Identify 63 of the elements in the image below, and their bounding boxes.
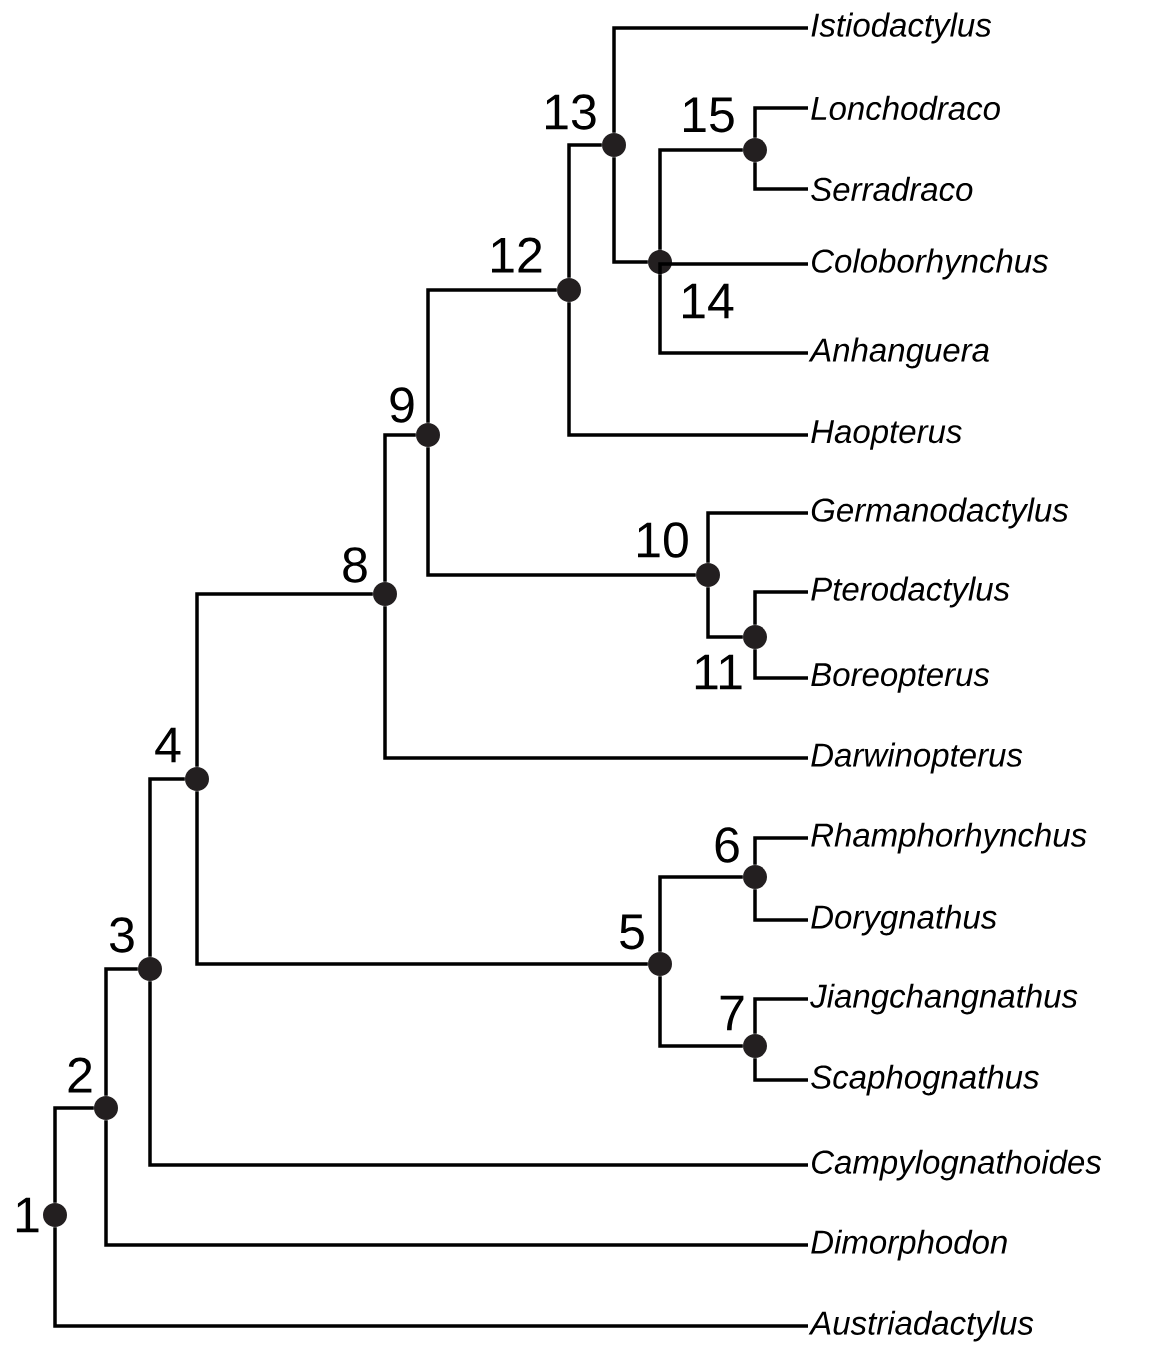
branch — [706, 511, 808, 563]
clade-number: 6 — [715, 827, 739, 863]
clade-number: 8 — [343, 547, 367, 583]
clade-number: 9 — [390, 387, 414, 423]
branch — [148, 981, 808, 1167]
taxon-label: Boreopterus — [811, 663, 990, 693]
clade-number: 7 — [720, 995, 744, 1031]
taxon-label: Austriadactylus — [808, 1310, 1034, 1342]
taxon-label: Germanodactylus — [811, 497, 1069, 529]
branch — [426, 288, 557, 423]
branch — [567, 143, 602, 278]
taxon-label: Anhanguera — [808, 337, 989, 369]
clade-number: 2 — [68, 1057, 92, 1093]
branch — [567, 302, 808, 437]
taxon-label: Serradraco — [811, 176, 973, 202]
branch — [195, 592, 373, 767]
branch — [753, 649, 808, 680]
branch — [53, 1227, 808, 1328]
branch — [383, 606, 808, 760]
clade-number: 12 — [492, 237, 542, 273]
branch — [658, 274, 808, 355]
branch — [104, 1120, 808, 1247]
branch — [612, 157, 648, 264]
taxon-label: Dorygnathus — [811, 904, 997, 936]
taxon-label: Haopterus — [811, 420, 962, 450]
taxon-label: Jiangchangnathus — [810, 983, 1078, 1015]
branch — [706, 587, 743, 639]
branch — [658, 148, 743, 250]
branch — [753, 836, 808, 865]
taxon-label: Rhamphorhynchus — [811, 822, 1087, 854]
branch — [753, 889, 808, 922]
branch — [753, 590, 808, 625]
branch — [753, 106, 808, 138]
clade-number: 14 — [683, 283, 734, 319]
branch — [612, 26, 808, 133]
branch — [104, 967, 138, 1096]
taxon-label: Dimorphodon — [811, 1229, 1007, 1261]
clade-number: 15 — [684, 97, 734, 133]
branch — [148, 777, 185, 957]
clade-number: 5 — [620, 914, 644, 950]
clade-number: 1 — [16, 1197, 39, 1233]
branch — [426, 447, 696, 577]
clade-number: 10 — [638, 522, 688, 558]
branch — [658, 875, 743, 952]
branch — [195, 791, 648, 966]
taxon-label: Pterodactylus — [811, 576, 1010, 608]
taxon-label: Lonchodraco — [811, 95, 1000, 121]
taxon-label: Campylognathoides — [812, 1149, 1102, 1181]
branch — [383, 433, 416, 582]
clade-number: 4 — [155, 727, 181, 763]
taxon-label: Scaphognathus — [811, 1064, 1039, 1096]
branch — [753, 997, 808, 1034]
branch — [658, 262, 808, 275]
clade-number: 3 — [110, 917, 134, 953]
taxon-label: Istiodactylus — [811, 12, 992, 44]
branch — [753, 1058, 808, 1082]
clade-number: 11 — [695, 654, 742, 690]
branch — [658, 976, 743, 1048]
taxon-label: Darwinopterus — [811, 742, 1023, 774]
taxon-label: Coloborhynchus — [812, 248, 1048, 280]
branch — [753, 162, 808, 191]
clade-number: 13 — [546, 94, 596, 130]
branch — [53, 1106, 94, 1203]
